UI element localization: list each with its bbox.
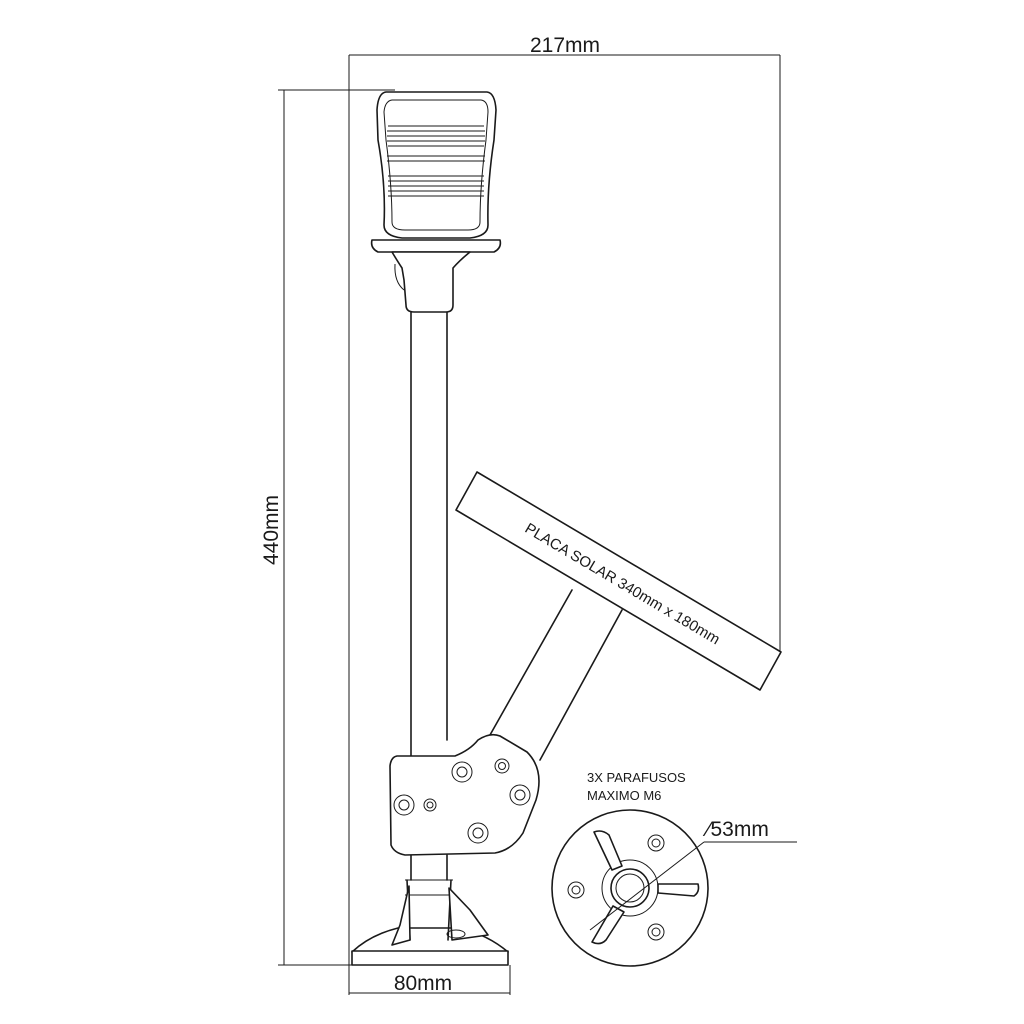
dimension-base-width-label: 80mm — [394, 972, 452, 995]
flange-top-view: ∕53mm — [551, 809, 797, 967]
base-mount — [351, 879, 509, 966]
lantern — [370, 91, 502, 313]
flange-screw-holes — [567, 834, 665, 941]
mount-bracket — [389, 733, 540, 856]
dimension-width-top-label: 217mm — [530, 34, 600, 57]
screws-note-line2: MAXIMO M6 — [587, 788, 661, 803]
screws-note: 3X PARAFUSOS MAXIMO M6 — [587, 770, 686, 803]
dimension-width-top: 217mm — [348, 34, 781, 995]
pole — [410, 309, 448, 881]
dimension-height-label: 440mm — [260, 495, 283, 565]
flange-diameter-label: ∕53mm — [702, 818, 769, 841]
screws-note-line1: 3X PARAFUSOS — [587, 770, 686, 785]
bracket-bolts — [393, 758, 531, 844]
dimension-base-width: 80mm — [349, 965, 511, 995]
dimension-height: 440mm — [260, 89, 395, 966]
lantern-lens-rings — [387, 125, 485, 197]
solar-panel-label: PLACA SOLAR 340mm x 180mm — [522, 520, 723, 648]
solar-panel: PLACA SOLAR 340mm x 180mm — [455, 471, 782, 761]
flange-ribs — [591, 830, 700, 945]
